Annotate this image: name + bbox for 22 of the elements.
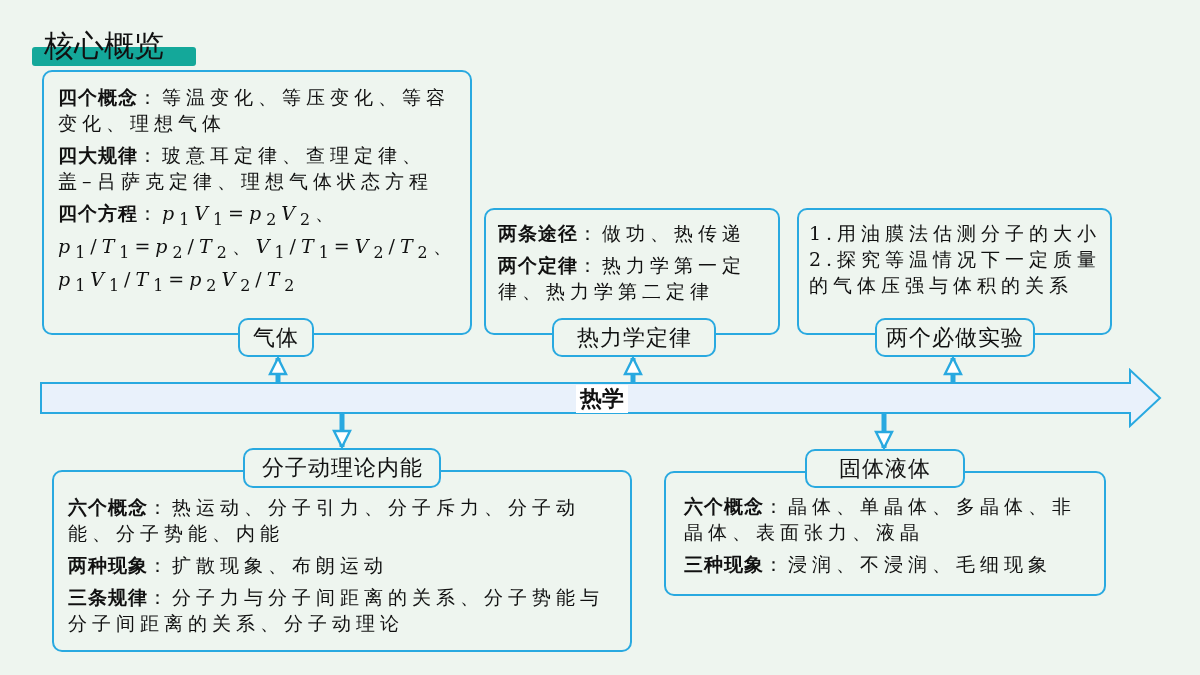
text-paragraph: 四个概念：等温变化、等压变化、等容变化、理想气体 bbox=[58, 85, 451, 136]
text-paragraph: 六个概念：晶体、单晶体、多晶体、非晶体、表面张力、液晶 bbox=[684, 494, 1077, 545]
text-paragraph: 2.探究等温情况下一定质量的气体压强与体积的关系 bbox=[809, 247, 1103, 298]
arrow bbox=[268, 356, 288, 383]
topic-tab: 气体 bbox=[238, 318, 314, 357]
text-paragraph: 三种现象：浸润、不浸润、毛细现象 bbox=[684, 552, 1053, 577]
arrow bbox=[623, 356, 643, 383]
text-paragraph: 两条途径：做功、热传递 bbox=[498, 221, 747, 246]
topic-tab: 两个必做实验 bbox=[875, 318, 1035, 357]
text-paragraph: 六个概念：热运动、分子引力、分子斥力、分子动能、分子势能、内能 bbox=[68, 495, 581, 546]
main-arrow: 热学 bbox=[40, 368, 1162, 428]
arrow bbox=[332, 413, 352, 449]
topic-tab: 固体液体 bbox=[805, 449, 965, 488]
arrow bbox=[943, 356, 963, 383]
topic-tab: 热力学定律 bbox=[552, 318, 716, 357]
text-paragraph: 两个定律：热力学第一定律、热力学第二定律 bbox=[498, 253, 747, 304]
arrow bbox=[874, 413, 894, 450]
text-paragraph: 三条规律：分子力与分子间距离的关系、分子势能与分子间距离的关系、分子动理论 bbox=[68, 585, 605, 636]
text-paragraph: 1.用油膜法估测分子的大小 bbox=[809, 221, 1103, 246]
text-paragraph: 两种现象：扩散现象、布朗运动 bbox=[68, 553, 389, 578]
topic-tab: 分子动理论内能 bbox=[243, 448, 441, 488]
text-paragraph: 四个方程：p$_{1}$V$_{1}$=p$_{2}$V$_{2}$、p$_{1}$/T$_{1}$=p$_{2}$/T$_{2}$、V$_{1}$/T$_{1}$=V$_{2}$/T$_{2}$、p$_{1}$V$_{1}$/T$_{1}$=p$_{2}$V$_{2}$/T$_{2}$ bbox=[58, 201, 458, 297]
